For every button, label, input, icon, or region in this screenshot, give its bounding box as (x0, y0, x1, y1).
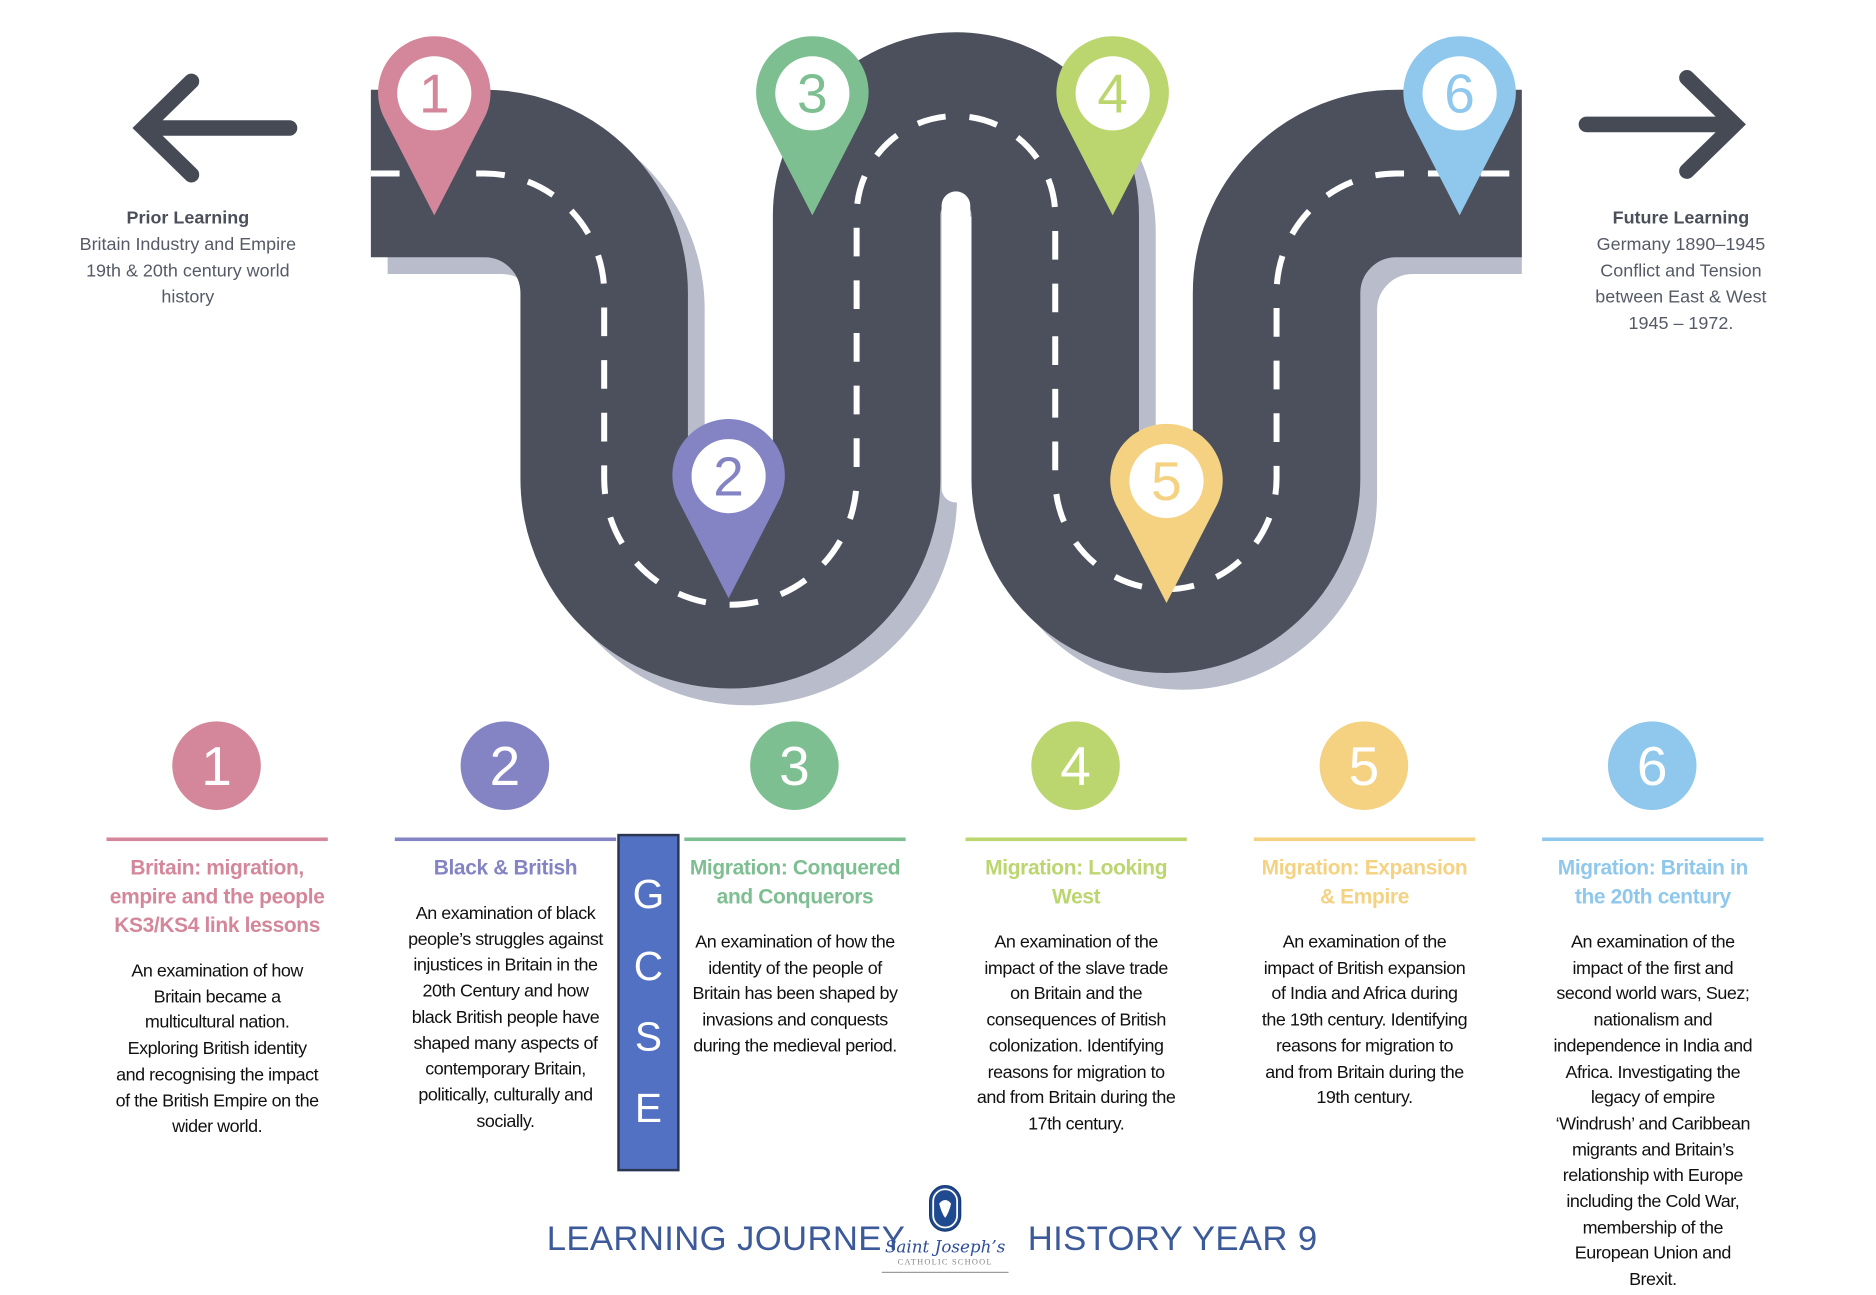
stop-title: Britain: migration, empire and the peopl… (109, 855, 325, 937)
stop-title: Migration: Looking West (985, 855, 1168, 909)
stop-description: An examination of how Britain became a m… (115, 960, 320, 1137)
left-arrow-icon (132, 73, 298, 183)
pin-number: 2 (713, 445, 744, 507)
stop-circle-3: 3 (750, 721, 839, 810)
gcse-letter: S (634, 1014, 663, 1061)
stop-description: An examination of the impact of the firs… (1553, 931, 1753, 1290)
pin-number: 6 (1444, 62, 1475, 124)
gcse-letter: E (634, 1086, 663, 1132)
pin-inner-circle (775, 56, 850, 131)
stop-title: Black & British (433, 855, 578, 880)
stop-column-5: Migration: Expansion & Empire An examina… (1253, 837, 1476, 1111)
stop-divider (106, 837, 328, 842)
footer-title-left: LEARNING JOURNEY (546, 1220, 906, 1259)
prior-learning: Prior Learning Britain Industry and Empi… (50, 206, 325, 311)
prior-line: history (161, 287, 215, 308)
gcse-letter: G (632, 872, 665, 918)
pin-inner-circle (1422, 56, 1497, 131)
road-inner-gap (941, 191, 971, 503)
stop-circle-6: 6 (1607, 721, 1697, 810)
future-line: Germany 1890–1945 (1596, 234, 1766, 255)
stop-title: Migration: Conquered and Conquerors (689, 855, 901, 909)
future-line: 1945 – 1972. (1628, 313, 1734, 334)
stop-divider (965, 837, 1187, 842)
stop-divider (1253, 837, 1476, 842)
map-pin-4: 4 (1056, 36, 1169, 216)
stop-title: Migration: Britain in the 20th century (1557, 855, 1749, 909)
stop-circle-5: 5 (1319, 721, 1409, 810)
pin-inner-circle (691, 439, 766, 514)
stop-column-2: Black & British An examination of black … (394, 837, 617, 1134)
stop-divider (1542, 837, 1764, 842)
map-pin-2: 2 (672, 419, 785, 599)
map-pin-6: 6 (1403, 36, 1516, 216)
future-line: Conflict and Tension (1600, 260, 1762, 282)
logo-subtitle: CATHOLIC SCHOOL (897, 1257, 993, 1267)
gcse-letter: C (633, 943, 664, 990)
pin-inner-circle (397, 56, 472, 131)
stop-column-1: Britain: migration, empire and the peopl… (106, 837, 328, 1140)
gcse-banner: G C S E (617, 833, 680, 1172)
school-logo: Saint Joseph’s CATHOLIC SCHOOL (881, 1184, 1009, 1273)
stop-column-3: Migration: Conquered and Conquerors An e… (684, 837, 906, 1059)
prior-line: 19th & 20th century world (86, 260, 290, 282)
stop-column-6: Migration: Britain in the 20th century A… (1542, 837, 1764, 1293)
future-learning-heading: Future Learning (1612, 208, 1750, 229)
prior-line: Britain Industry and Empire (79, 234, 297, 255)
stop-title: Migration: Expansion & Empire (1261, 855, 1468, 909)
stop-circle-2: 2 (460, 721, 550, 810)
map-pin-3: 3 (756, 36, 869, 216)
stop-description: An examination of the impact of the slav… (976, 931, 1176, 1135)
future-line: between East & West (1595, 287, 1767, 308)
pin-inner-circle (1129, 443, 1204, 519)
stop-circle-4: 4 (1031, 721, 1120, 810)
stop-divider (684, 837, 906, 842)
stop-description: An examination of black people’s struggl… (408, 903, 603, 1132)
logo-name: Saint Joseph’s (884, 1238, 1006, 1258)
footer-title-right: HISTORY YEAR 9 (1027, 1220, 1318, 1259)
road-center-dashes (370, 113, 1522, 608)
stop-description: An examination of the impact of British … (1261, 931, 1468, 1109)
stop-description: An examination of how the identity of th… (692, 931, 898, 1057)
prior-learning-heading: Prior Learning (126, 208, 250, 229)
pin-number: 4 (1097, 62, 1128, 124)
stop-column-4: Migration: Looking West An examination o… (965, 837, 1187, 1137)
pin-number: 1 (419, 62, 450, 124)
future-learning: Future Learning Germany 1890–1945 Confli… (1543, 206, 1818, 338)
pin-number: 3 (797, 62, 828, 124)
right-arrow-icon (1578, 69, 1746, 179)
stop-divider (394, 837, 617, 842)
pin-number: 5 (1151, 450, 1182, 512)
pin-inner-circle (1075, 56, 1150, 131)
map-pin-5: 5 (1110, 423, 1223, 603)
stop-circle-1: 1 (172, 721, 261, 810)
school-crest-icon (929, 1185, 962, 1232)
map-pin-1: 1 (378, 36, 491, 216)
